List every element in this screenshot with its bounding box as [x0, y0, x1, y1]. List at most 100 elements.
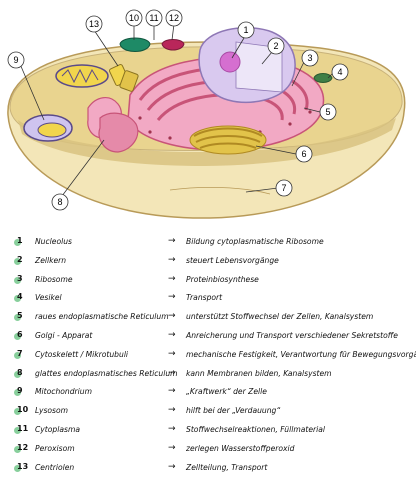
cytoskeleton: [169, 187, 271, 195]
svg-text:10: 10: [129, 13, 139, 23]
svg-text:12: 12: [169, 13, 179, 23]
legend-dot: [14, 351, 21, 359]
centrioles: [109, 64, 139, 92]
mitochondrion: [55, 64, 109, 88]
legend-dot: [14, 370, 21, 378]
svg-text:5: 5: [325, 107, 330, 117]
legend-number: 11: [17, 423, 29, 433]
legend-function: hilft bei der „Verdauung“: [186, 406, 281, 416]
arrow-icon: →: [168, 367, 176, 378]
legend-function: Anreicherung und Transport verschiedener…: [186, 330, 398, 340]
smooth-er: [87, 97, 139, 153]
nucleus: [198, 26, 296, 103]
legend-number: 12: [17, 442, 29, 452]
legend-number: 1: [17, 236, 23, 245]
legend-term: Centriolen: [35, 462, 75, 472]
callout-1: 1: [237, 21, 255, 39]
legend-function: Transport: [186, 293, 223, 303]
legend-dot: [14, 389, 21, 397]
legend-term: glattes endoplasmatisches Reticulum: [35, 368, 178, 378]
callout-2: 2: [267, 37, 285, 55]
cell-diagram: 1 2 3 4 5 6 7 8 9 10 11 12 13: [7, 9, 406, 219]
leader-lines: [19, 23, 335, 197]
legend-term: Cytoplasma: [35, 424, 81, 434]
legend-number: 5: [17, 311, 23, 321]
arrow-icon: →: [168, 254, 176, 265]
arrow-icon: →: [168, 386, 176, 397]
legend-function: Proteinbiosynthese: [186, 274, 259, 284]
legend-item: 10 Lysosom → hilft bei der „Verdauung“: [0, 403, 416, 422]
legend-dot: [14, 464, 21, 472]
svg-text:2: 2: [273, 41, 278, 51]
svg-text:9: 9: [13, 55, 18, 65]
legend-number: 4: [17, 292, 23, 302]
callout-13: 13: [85, 15, 103, 33]
arrow-icon: →: [168, 236, 176, 246]
svg-text:8: 8: [57, 197, 62, 207]
legend-dot: [14, 408, 21, 416]
legend-dot: [14, 314, 21, 322]
legend-term: Vesikel: [35, 293, 62, 303]
arrow-icon: →: [168, 329, 176, 340]
svg-text:13: 13: [89, 19, 99, 29]
callout-10: 10: [125, 9, 143, 27]
svg-text:6: 6: [301, 149, 306, 159]
callout-8: 8: [51, 193, 69, 211]
legend-number: 6: [17, 329, 23, 339]
legend-term: Peroxisom: [35, 443, 75, 453]
vesicle: [313, 73, 333, 83]
legend-term: raues endoplasmatische Reticulum: [35, 312, 169, 322]
callout-7: 7: [275, 179, 293, 197]
arrow-icon: →: [168, 423, 176, 434]
legend-function: steuert Lebensvorgänge: [186, 255, 279, 265]
legend-dot: [14, 445, 21, 453]
legend-dot: [14, 332, 21, 340]
peroxisome: [161, 39, 185, 51]
callout-4: 4: [331, 63, 349, 81]
callout-12: 12: [165, 9, 183, 27]
legend-number: 9: [17, 386, 23, 396]
svg-text:11: 11: [149, 13, 158, 23]
arrow-icon: →: [168, 273, 176, 284]
legend-list: 1 Nucleolus → Bildung cytoplasmatische Ribo…: [0, 234, 416, 478]
arrow-icon: →: [168, 442, 176, 453]
golgi-apparatus: [189, 125, 267, 155]
svg-text:3: 3: [307, 53, 312, 63]
legend-dot: [14, 239, 21, 246]
legend-function: Bildung cytoplasmatische Ribosome: [186, 237, 324, 246]
legend-function: kann Membranen bilden, Kanalsystem: [186, 368, 332, 378]
legend-term: Nucleolus: [35, 237, 72, 246]
arrow-icon: →: [168, 461, 176, 472]
legend-number: 7: [17, 348, 23, 358]
arrow-icon: →: [168, 292, 176, 303]
svg-text:7: 7: [281, 183, 286, 193]
legend-function: mechanische Festigkeit, Verantwortung fü…: [186, 349, 416, 359]
legend-dot: [14, 426, 21, 434]
legend-item: 4 Vesikel → Transport: [0, 290, 416, 309]
arrow-icon: →: [168, 405, 176, 416]
legend-function: Zellteilung, Transport: [186, 462, 268, 472]
legend-term: Ribosome: [35, 274, 73, 284]
callout-9: 9: [7, 51, 25, 69]
legend-number: 8: [17, 367, 23, 377]
legend-term: Cytoskelett / Mikrotubuli: [35, 349, 129, 359]
legend-term: Lysosom: [35, 406, 69, 416]
legend-term: Golgi - Apparat: [35, 330, 93, 340]
legend-dot: [14, 276, 21, 284]
callout-3: 3: [301, 49, 319, 67]
legend-item: 6 Golgi - Apparat → Anreicherung und Transp…: [0, 328, 416, 347]
nucleolus: [219, 51, 241, 73]
legend-function: „Kraftwerk“ der Zelle: [186, 387, 267, 397]
svg-text:4: 4: [337, 67, 342, 77]
legend-number: 2: [17, 254, 23, 264]
callout-11: 11: [145, 9, 163, 27]
legend-number: 10: [17, 405, 29, 415]
legend-item: 1 Nucleolus → Bildung cytoplasmatische Ribo…: [0, 234, 416, 253]
